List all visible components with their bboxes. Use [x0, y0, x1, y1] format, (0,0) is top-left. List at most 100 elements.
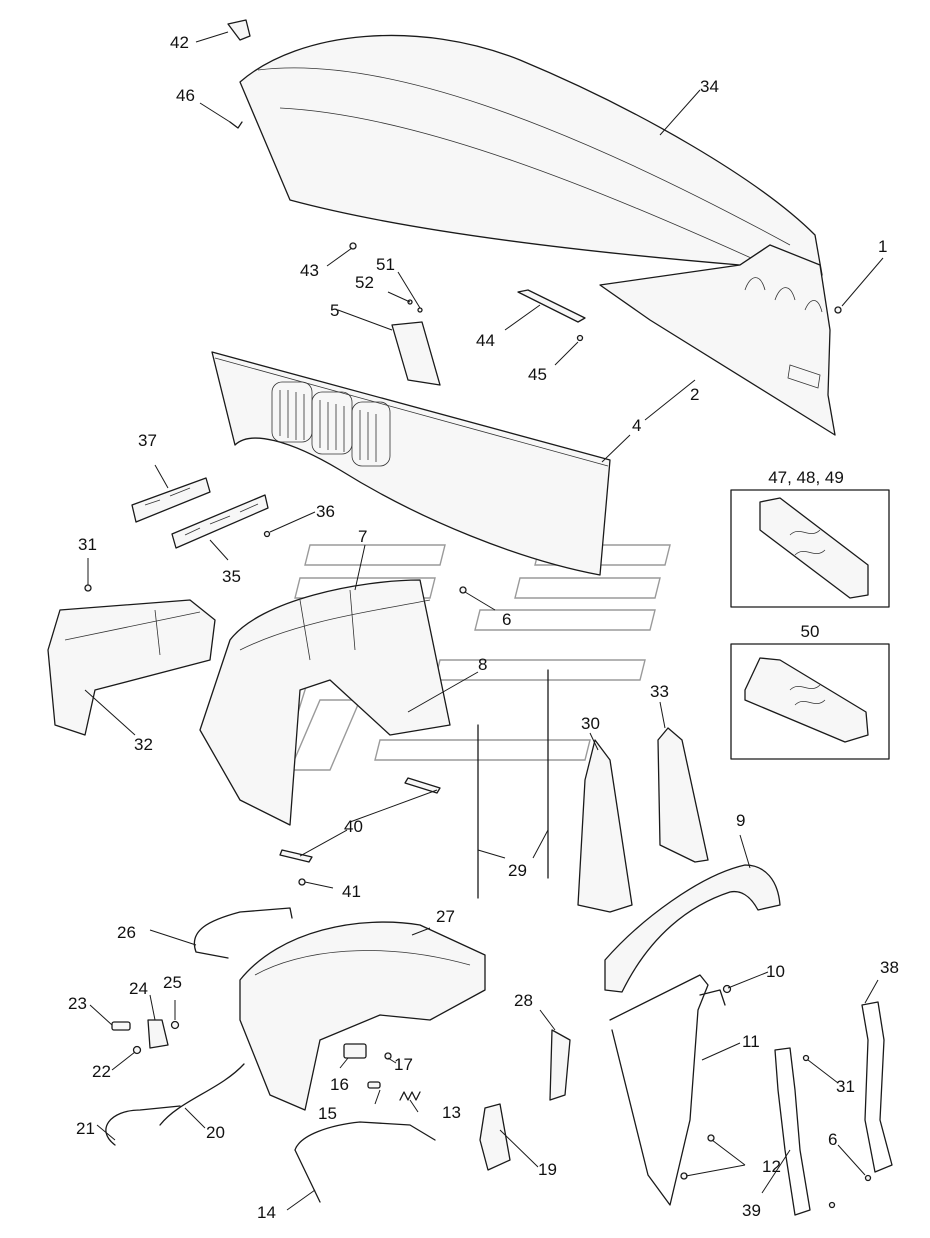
inset-50: 50 [730, 622, 890, 760]
callout-27: 27 [436, 907, 455, 926]
fastener-part-6-upper [459, 586, 467, 594]
callout-17: 17 [394, 1055, 413, 1074]
fastener-part-51 [417, 307, 423, 313]
callout-4: 4 [632, 416, 641, 435]
callout-10: 10 [766, 962, 785, 981]
callout-44: 44 [476, 331, 495, 350]
rear-fender-part-27 [239, 921, 486, 1111]
nut-part-22 [132, 1045, 142, 1055]
bracket-part-24 [147, 1019, 169, 1049]
callout-51: 51 [376, 255, 395, 274]
callout-22: 22 [92, 1062, 111, 1081]
callout-30: 30 [581, 714, 600, 733]
side-grille-panel [211, 351, 611, 576]
callout-29: 29 [508, 861, 527, 880]
callout-13: 13 [442, 1103, 461, 1122]
pin-part-15 [367, 1081, 381, 1089]
callout-39: 39 [742, 1201, 761, 1220]
bracket-part-33 [657, 727, 709, 863]
callout-38: 38 [880, 958, 899, 977]
bracket-part-14 [294, 1121, 436, 1203]
callout-28: 28 [514, 991, 533, 1010]
clip-part-46 [229, 121, 243, 129]
callout-20: 20 [206, 1123, 225, 1142]
hood-side-panel [599, 244, 836, 436]
callout-37: 37 [138, 431, 157, 450]
plate-part-40-upper [404, 777, 441, 794]
callout-33: 33 [650, 682, 669, 701]
bracket-part-39 [774, 1047, 811, 1216]
callout-9: 9 [736, 811, 745, 830]
screw-part-6-lower-b [828, 1201, 836, 1209]
rod-part-20 [159, 1063, 245, 1126]
callout-40: 40 [344, 817, 363, 836]
callout-25: 25 [163, 973, 182, 992]
callout-7: 7 [358, 527, 367, 546]
bracket-part-30 [577, 739, 633, 913]
fastener-part-31-left [84, 584, 92, 592]
strip-part-44 [517, 289, 586, 323]
fender-arch-part-9 [604, 864, 781, 993]
leader-lines [84, 31, 884, 1211]
screw-part-31-right [802, 1054, 810, 1062]
callout-24: 24 [129, 979, 148, 998]
bracket-part-19 [479, 1103, 511, 1171]
fastener-part-1 [834, 306, 842, 314]
fastener-part-45 [576, 334, 584, 342]
fastener-part-36 [263, 530, 271, 538]
bracket-part-5 [391, 321, 441, 386]
fastener-part-41 [298, 878, 306, 886]
bolt-part-12-upper [707, 1134, 715, 1142]
callout-19: 19 [538, 1160, 557, 1179]
fastener-part-43 [349, 242, 357, 250]
spring-part-13 [399, 1091, 421, 1101]
callout-5: 5 [330, 301, 339, 320]
callout-21: 21 [76, 1119, 95, 1138]
callout-41: 41 [342, 882, 361, 901]
callout-labels: 42 46 34 1 43 51 52 5 44 45 2 4 37 36 35… [68, 33, 899, 1222]
callout-15: 15 [318, 1104, 337, 1123]
emblem-part-35 [171, 494, 269, 549]
callout-31-right: 31 [836, 1077, 855, 1096]
latch-part-16 [343, 1043, 367, 1059]
callout-35: 35 [222, 567, 241, 586]
inset-title-50: 50 [801, 622, 820, 641]
callout-31-left: 31 [78, 535, 97, 554]
inset-47-48-49: 47, 48, 49 [730, 468, 890, 608]
callout-34: 34 [700, 77, 719, 96]
callout-45: 45 [528, 365, 547, 384]
callout-12: 12 [762, 1157, 781, 1176]
front-shroud-part-32 [47, 599, 216, 736]
callout-23: 23 [68, 994, 87, 1013]
rod-part-21 [105, 1105, 181, 1146]
callout-16: 16 [330, 1075, 349, 1094]
nut-part-10 [722, 984, 732, 994]
callout-26: 26 [117, 923, 136, 942]
fender-shell-part-7 [199, 579, 451, 826]
nut-part-25 [170, 1020, 180, 1030]
callout-2: 2 [690, 385, 699, 404]
callout-32: 32 [134, 735, 153, 754]
callout-52: 52 [355, 273, 374, 292]
clip-part-42 [227, 19, 251, 41]
frame-part-11 [609, 974, 709, 1206]
hood-top [239, 34, 823, 276]
callout-14: 14 [257, 1203, 276, 1222]
callout-42: 42 [170, 33, 189, 52]
inset-title-47-48-49: 47, 48, 49 [768, 468, 844, 487]
callout-11: 11 [742, 1032, 760, 1051]
handle-part-26 [193, 907, 293, 959]
bracket-part-38 [861, 1001, 893, 1173]
pin-part-23 [111, 1021, 131, 1031]
emblem-part-37 [131, 477, 211, 523]
bracket-part-28 [549, 1029, 571, 1101]
callout-1: 1 [878, 237, 887, 256]
screw-part-6-lower [864, 1174, 872, 1182]
callout-46: 46 [176, 86, 195, 105]
callout-8: 8 [478, 655, 487, 674]
callout-36: 36 [316, 502, 335, 521]
callout-6-upper: 6 [502, 610, 511, 629]
callout-43: 43 [300, 261, 319, 280]
callout-6-lower: 6 [828, 1130, 837, 1149]
